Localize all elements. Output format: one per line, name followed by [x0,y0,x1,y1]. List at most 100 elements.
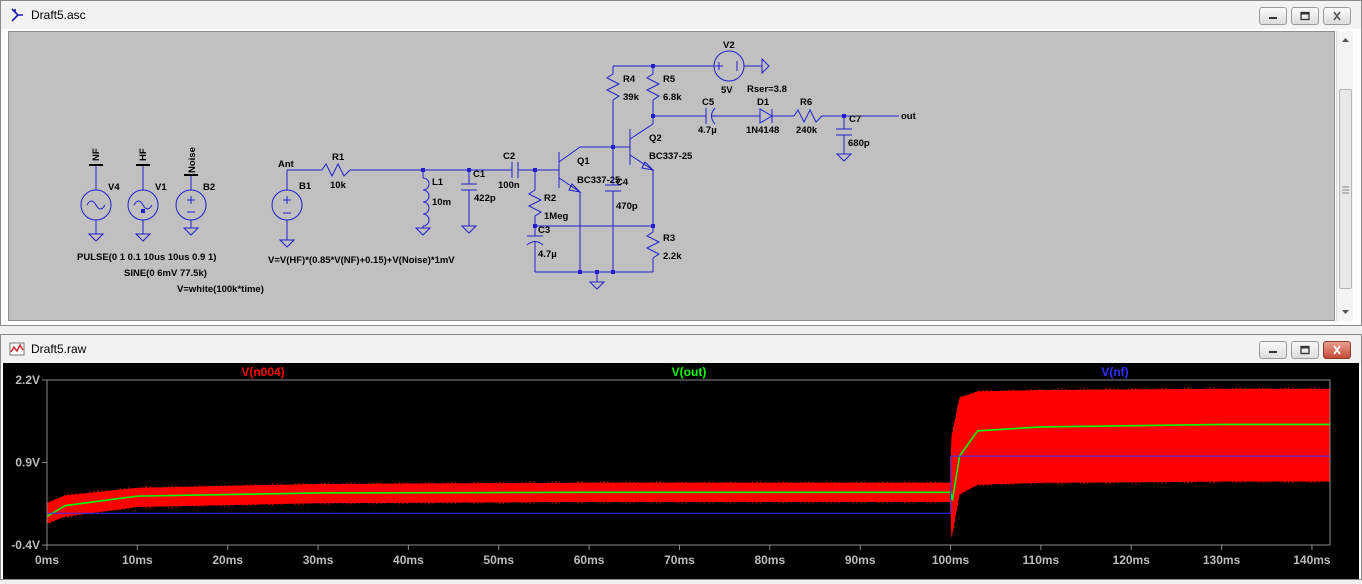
label-ant: Ant [278,159,295,170]
legend-label[interactable]: V(nf) [1101,365,1128,379]
schematic-titlebar[interactable]: Draft5.asc [1,1,1361,29]
label-c3: C3 [538,225,550,236]
trace-line-1 [46,423,1330,518]
label-d1: D1 [757,97,770,108]
capacitor-c1[interactable] [460,168,478,234]
label-d1v: 1N4148 [746,125,779,136]
label-q1: Q1 [577,156,590,167]
label-out: out [901,111,917,122]
x-tick-label: 110ms [1023,553,1060,567]
source-v4[interactable] [80,165,112,242]
label-r3v: 2.2k [663,251,682,262]
label-c5: C5 [702,97,715,108]
label-r6: R6 [800,97,812,108]
resistor-r4[interactable] [605,66,621,147]
capacitor-c3[interactable] [526,226,653,273]
legend-label[interactable]: V(n004) [241,365,284,379]
label-vwhite: V=white(100k*time) [177,284,264,295]
label-c4v: 470p [616,201,638,212]
resistor-r6[interactable] [793,108,844,124]
restore-button[interactable] [1291,341,1319,359]
resistor-r2[interactable] [527,170,543,226]
label-r2: R2 [544,193,556,204]
source-v1[interactable] [127,165,159,242]
diode-d1[interactable] [752,108,794,124]
label-pulse: PULSE(0 1 0.1 10us 10us 0.9 1) [77,252,216,263]
label-q1v: BC337-25 [577,175,621,186]
label-c4: C4 [616,177,629,188]
x-tick-label: 130ms [1203,553,1241,567]
label-c7: C7 [849,114,861,125]
x-tick-label: 120ms [1113,553,1151,567]
label-c7v: 680p [848,138,870,149]
x-tick-label: 100ms [932,553,970,567]
x-tick-label: 10ms [122,553,153,567]
x-tick-label: 80ms [754,553,785,567]
label-l1: L1 [432,177,444,188]
y-tick-label: -0.4V [11,538,40,552]
minimize-icon [1269,17,1277,19]
capacitor-c2[interactable] [511,162,559,178]
minimize-button[interactable] [1259,7,1287,25]
transistor-q1[interactable] [558,146,613,274]
scrollbar-thumb[interactable] [1339,89,1352,289]
x-tick-label: 60ms [574,553,605,567]
grip-icon [1342,186,1349,194]
resistor-r5[interactable] [645,66,661,118]
waveform-titlebar[interactable]: Draft5.raw [1,335,1361,363]
label-v2: V2 [723,40,735,51]
scroll-up-icon[interactable] [1337,31,1354,48]
x-tick-label: 20ms [212,553,243,567]
label-v2v: 5V [721,85,733,96]
label-v4: V4 [108,182,120,193]
label-b1: B1 [299,181,312,192]
label-hf: HF [138,148,149,161]
label-r1v: 10k [330,180,347,191]
restore-button[interactable] [1291,7,1319,25]
label-sine: SINE(0 6mV 77.5k) [124,268,207,279]
label-r3: R3 [663,233,675,244]
transistor-q2[interactable] [613,116,655,228]
x-tick-label: 90ms [845,553,876,567]
trace-line-2 [47,455,1330,514]
minimize-button[interactable] [1259,341,1287,359]
restore-icon [1300,345,1310,355]
label-r5v: 6.8k [663,92,682,103]
close-button[interactable] [1323,7,1351,25]
source-b2[interactable] [175,175,207,236]
ground-symbol [588,281,606,290]
capacitor-c7[interactable] [835,114,899,162]
restore-icon [1300,11,1310,21]
source-v2[interactable] [713,50,770,82]
close-icon [1333,11,1341,21]
source-b1[interactable] [271,169,322,248]
close-button[interactable] [1323,341,1351,359]
label-noise: Noise [187,147,198,173]
label-c1: C1 [473,169,486,180]
label-r5: R5 [663,74,676,85]
schematic-vertical-scrollbar[interactable] [1336,31,1353,321]
label-c3v: 4.7µ [538,249,557,260]
label-c2: C2 [503,151,515,162]
close-icon [1333,345,1341,355]
label-r4: R4 [623,74,636,85]
waveform-icon [9,342,25,356]
label-c2v: 100n [498,180,520,191]
resistor-r3[interactable] [645,226,661,272]
label-q2: Q2 [649,133,662,144]
schematic-canvas[interactable]: NF HF Noise V4 V1 B2 PULSE(0 1 0.1 10us … [8,31,1335,321]
capacitor-c5[interactable] [705,107,752,125]
scroll-down-icon[interactable] [1337,304,1354,321]
inductor-l1[interactable] [414,168,432,236]
legend-label[interactable]: V(out) [672,365,707,379]
resistor-r1[interactable] [321,162,512,178]
minimize-icon [1269,351,1277,353]
label-v1: V1 [155,182,167,193]
label-r6v: 240k [796,125,818,136]
capacitor-c4[interactable] [605,145,621,274]
waveform-window-title: Draft5.raw [31,342,87,356]
schematic-drawing[interactable]: NF HF Noise V4 V1 B2 PULSE(0 1 0.1 10us … [9,32,1336,322]
x-tick-label: 0ms [35,553,59,567]
